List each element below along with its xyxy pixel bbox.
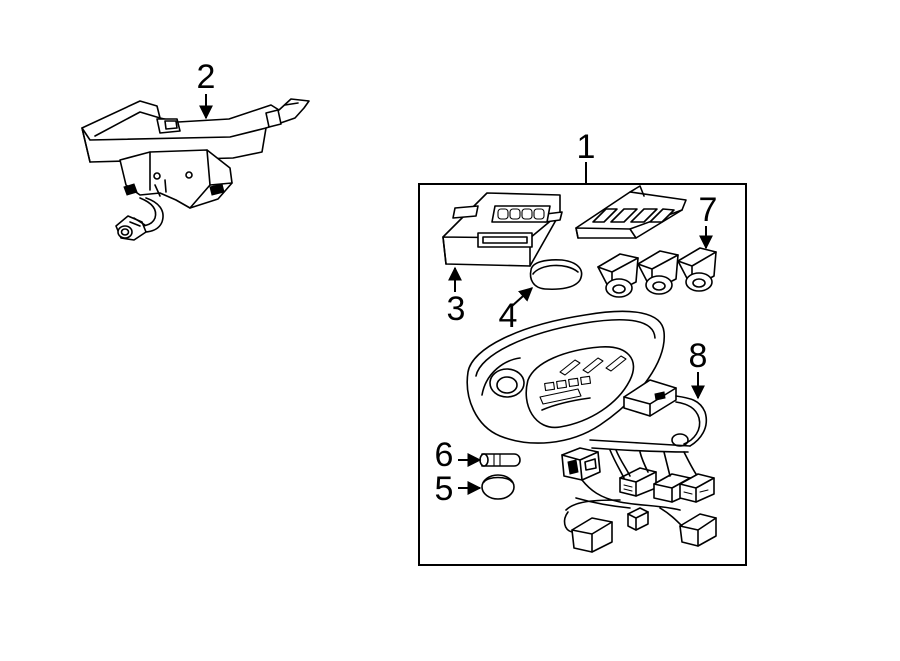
callout-8[interactable]: 8 bbox=[689, 337, 708, 400]
knob-cap-part-4 bbox=[529, 259, 583, 291]
svg-text:8: 8 bbox=[689, 337, 708, 375]
bracket-part-2 bbox=[81, 98, 310, 241]
bulb-part-6 bbox=[479, 453, 521, 467]
callout-4[interactable]: 4 bbox=[499, 287, 534, 335]
switches-part-7 bbox=[597, 247, 717, 298]
callout-6[interactable]: 6 bbox=[435, 436, 482, 474]
callout-2[interactable]: 2 bbox=[197, 58, 216, 120]
wire-harness-part-8 bbox=[561, 379, 717, 553]
svg-text:2: 2 bbox=[197, 58, 216, 96]
cap-part-5 bbox=[481, 474, 515, 500]
svg-text:6: 6 bbox=[435, 436, 454, 474]
callout-1[interactable]: 1 bbox=[577, 128, 596, 184]
assembly-box-part-1 bbox=[418, 183, 747, 566]
svg-text:1: 1 bbox=[577, 128, 596, 166]
svg-text:7: 7 bbox=[699, 191, 718, 229]
control-module-part-3 bbox=[442, 192, 563, 267]
svg-text:5: 5 bbox=[435, 470, 454, 508]
svg-text:3: 3 bbox=[447, 290, 466, 328]
callout-7[interactable]: 7 bbox=[699, 191, 718, 250]
switch-bezel-plate bbox=[575, 185, 687, 239]
console-panel bbox=[466, 310, 665, 444]
callout-5[interactable]: 5 bbox=[435, 470, 482, 508]
callout-3[interactable]: 3 bbox=[447, 266, 466, 328]
